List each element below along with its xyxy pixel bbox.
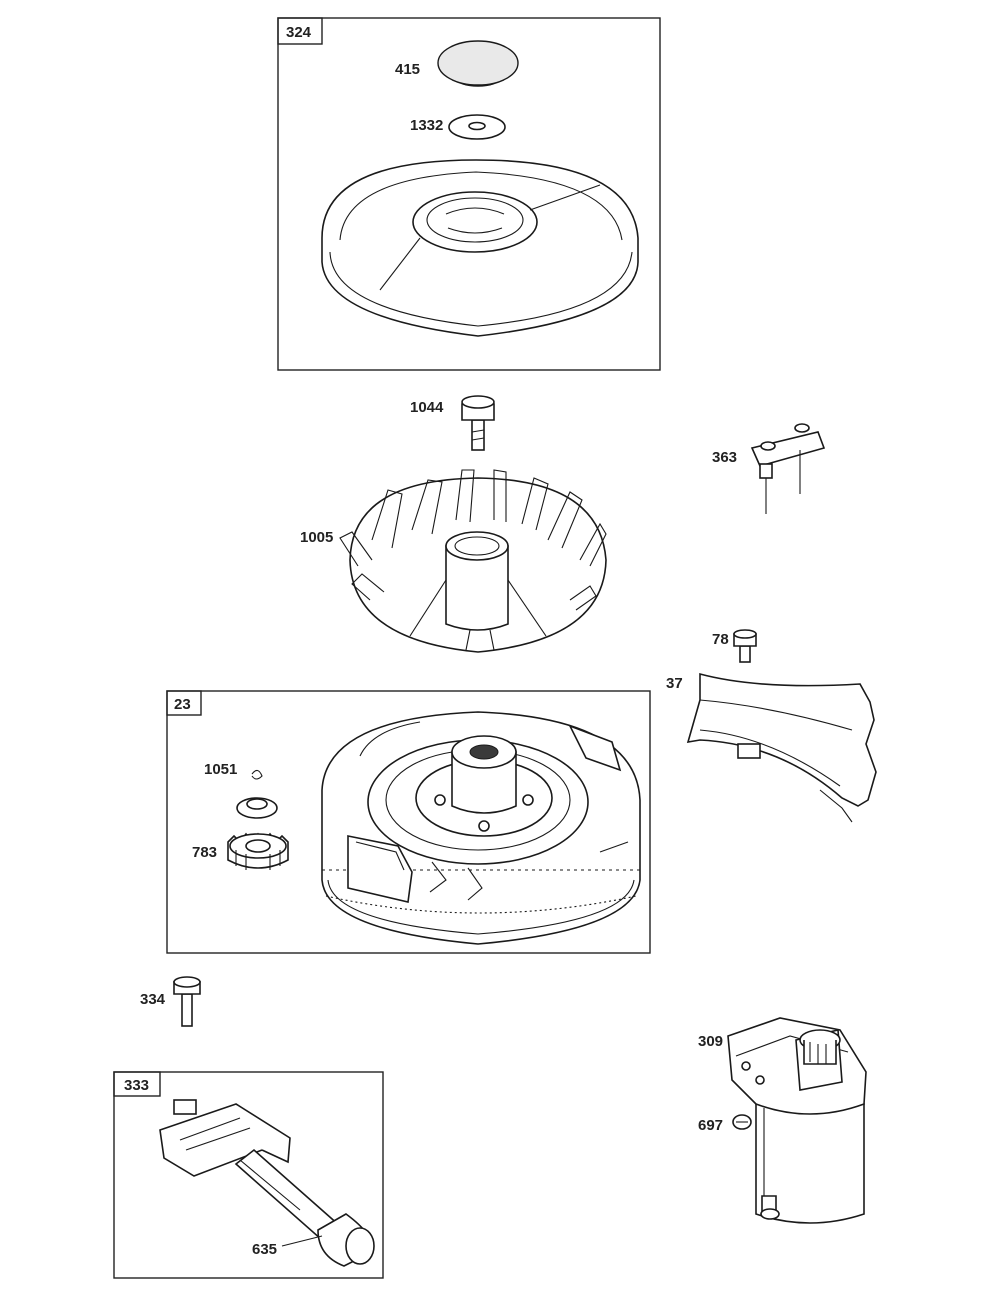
callout-363: 363: [712, 449, 737, 466]
callout-1332: 1332: [410, 117, 443, 134]
box-label-324: 324: [286, 24, 312, 41]
ignition-armature: [159, 1099, 375, 1267]
callout-309: 309: [698, 1033, 723, 1050]
callout-1044: 1044: [410, 399, 444, 416]
callout-783: 783: [192, 844, 217, 861]
callout-334: 334: [140, 991, 166, 1008]
cap-415: [437, 40, 519, 87]
flywheel-screen: [321, 159, 639, 337]
assembly-box-324: 324 415 1332: [277, 17, 661, 371]
starter-motor-309: [727, 1017, 867, 1224]
bracket-363: [750, 423, 826, 514]
callout-415: 415: [395, 61, 420, 78]
box-label-333: 333: [124, 1077, 149, 1094]
bolt-334: [173, 976, 201, 1027]
gear-783: [227, 832, 289, 870]
callout-1005: 1005: [300, 529, 333, 546]
clip-1051: [236, 769, 278, 819]
assembly-box-23: 23 1051 783: [166, 690, 651, 954]
bolt-78: [733, 629, 757, 663]
callout-37: 37: [666, 675, 683, 692]
assembly-box-333: 333 635: [113, 1071, 384, 1279]
bolt-1044: [461, 395, 495, 451]
box-label-23: 23: [174, 696, 191, 713]
screw-697: [732, 1114, 752, 1130]
callout-1051: 1051: [204, 761, 237, 778]
callout-697: 697: [698, 1117, 723, 1134]
flywheel: [321, 711, 641, 945]
shroud-37: [686, 672, 877, 823]
washer-1332: [448, 114, 506, 140]
fan-1005: [339, 469, 607, 653]
callout-78: 78: [712, 631, 729, 648]
callout-635: 635: [252, 1241, 277, 1258]
